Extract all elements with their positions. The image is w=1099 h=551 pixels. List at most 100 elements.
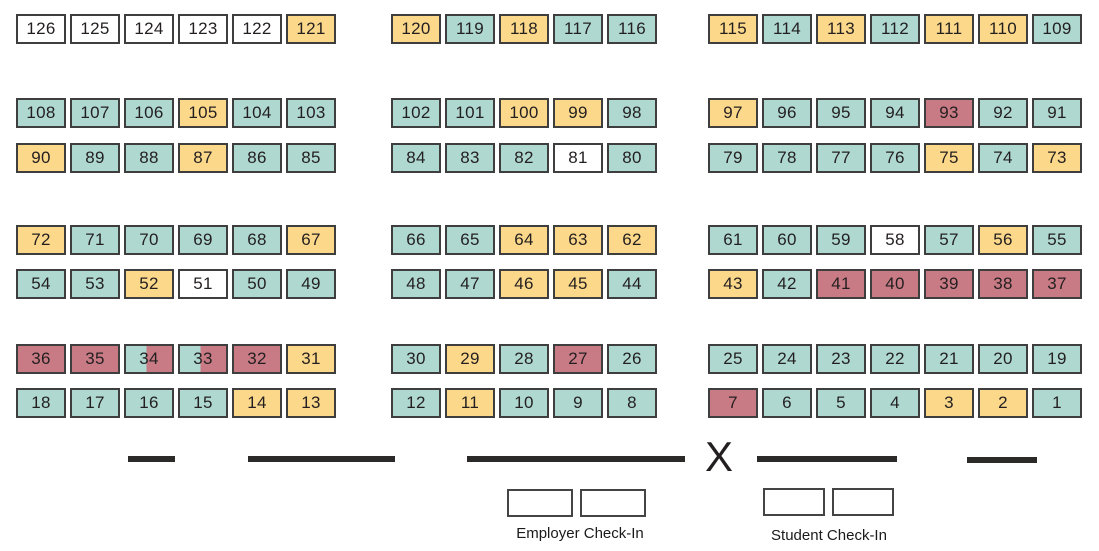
seat-125[interactable]: 125: [70, 14, 120, 44]
seat-88[interactable]: 88: [124, 143, 174, 173]
seat-51[interactable]: 51: [178, 269, 228, 299]
seat-4[interactable]: 4: [870, 388, 920, 418]
seat-33[interactable]: 33: [178, 344, 228, 374]
seat-26[interactable]: 26: [607, 344, 657, 374]
seat-85[interactable]: 85: [286, 143, 336, 173]
seat-68[interactable]: 68: [232, 225, 282, 255]
seat-5[interactable]: 5: [816, 388, 866, 418]
seat-67[interactable]: 67: [286, 225, 336, 255]
seat-10[interactable]: 10: [499, 388, 549, 418]
seat-70[interactable]: 70: [124, 225, 174, 255]
seat-37[interactable]: 37: [1032, 269, 1082, 299]
seat-56[interactable]: 56: [978, 225, 1028, 255]
seat-9[interactable]: 9: [553, 388, 603, 418]
seat-123[interactable]: 123: [178, 14, 228, 44]
seat-62[interactable]: 62: [607, 225, 657, 255]
seat-69[interactable]: 69: [178, 225, 228, 255]
seat-118[interactable]: 118: [499, 14, 549, 44]
seat-72[interactable]: 72: [16, 225, 66, 255]
seat-46[interactable]: 46: [499, 269, 549, 299]
seat-93[interactable]: 93: [924, 98, 974, 128]
seat-108[interactable]: 108: [16, 98, 66, 128]
seat-82[interactable]: 82: [499, 143, 549, 173]
seat-77[interactable]: 77: [816, 143, 866, 173]
seat-119[interactable]: 119: [445, 14, 495, 44]
seat-12[interactable]: 12: [391, 388, 441, 418]
seat-27[interactable]: 27: [553, 344, 603, 374]
seat-6[interactable]: 6: [762, 388, 812, 418]
seat-73[interactable]: 73: [1032, 143, 1082, 173]
seat-13[interactable]: 13: [286, 388, 336, 418]
seat-74[interactable]: 74: [978, 143, 1028, 173]
seat-99[interactable]: 99: [553, 98, 603, 128]
seat-112[interactable]: 112: [870, 14, 920, 44]
seat-124[interactable]: 124: [124, 14, 174, 44]
seat-86[interactable]: 86: [232, 143, 282, 173]
seat-79[interactable]: 79: [708, 143, 758, 173]
seat-66[interactable]: 66: [391, 225, 441, 255]
seat-75[interactable]: 75: [924, 143, 974, 173]
seat-101[interactable]: 101: [445, 98, 495, 128]
seat-53[interactable]: 53: [70, 269, 120, 299]
seat-106[interactable]: 106: [124, 98, 174, 128]
seat-76[interactable]: 76: [870, 143, 920, 173]
seat-18[interactable]: 18: [16, 388, 66, 418]
seat-39[interactable]: 39: [924, 269, 974, 299]
seat-8[interactable]: 8: [607, 388, 657, 418]
seat-45[interactable]: 45: [553, 269, 603, 299]
seat-2[interactable]: 2: [978, 388, 1028, 418]
seat-57[interactable]: 57: [924, 225, 974, 255]
seat-43[interactable]: 43: [708, 269, 758, 299]
seat-49[interactable]: 49: [286, 269, 336, 299]
seat-96[interactable]: 96: [762, 98, 812, 128]
seat-97[interactable]: 97: [708, 98, 758, 128]
seat-95[interactable]: 95: [816, 98, 866, 128]
seat-61[interactable]: 61: [708, 225, 758, 255]
seat-103[interactable]: 103: [286, 98, 336, 128]
seat-117[interactable]: 117: [553, 14, 603, 44]
seat-41[interactable]: 41: [816, 269, 866, 299]
seat-50[interactable]: 50: [232, 269, 282, 299]
seat-29[interactable]: 29: [445, 344, 495, 374]
seat-47[interactable]: 47: [445, 269, 495, 299]
seat-78[interactable]: 78: [762, 143, 812, 173]
seat-105[interactable]: 105: [178, 98, 228, 128]
seat-111[interactable]: 111: [924, 14, 974, 44]
seat-102[interactable]: 102: [391, 98, 441, 128]
seat-25[interactable]: 25: [708, 344, 758, 374]
seat-38[interactable]: 38: [978, 269, 1028, 299]
seat-42[interactable]: 42: [762, 269, 812, 299]
seat-71[interactable]: 71: [70, 225, 120, 255]
seat-104[interactable]: 104: [232, 98, 282, 128]
seat-98[interactable]: 98: [607, 98, 657, 128]
seat-3[interactable]: 3: [924, 388, 974, 418]
seat-16[interactable]: 16: [124, 388, 174, 418]
seat-120[interactable]: 120: [391, 14, 441, 44]
seat-114[interactable]: 114: [762, 14, 812, 44]
seat-90[interactable]: 90: [16, 143, 66, 173]
seat-87[interactable]: 87: [178, 143, 228, 173]
seat-17[interactable]: 17: [70, 388, 120, 418]
seat-52[interactable]: 52: [124, 269, 174, 299]
seat-58[interactable]: 58: [870, 225, 920, 255]
seat-23[interactable]: 23: [816, 344, 866, 374]
seat-7[interactable]: 7: [708, 388, 758, 418]
seat-113[interactable]: 113: [816, 14, 866, 44]
seat-48[interactable]: 48: [391, 269, 441, 299]
seat-40[interactable]: 40: [870, 269, 920, 299]
seat-36[interactable]: 36: [16, 344, 66, 374]
seat-28[interactable]: 28: [499, 344, 549, 374]
seat-22[interactable]: 22: [870, 344, 920, 374]
seat-89[interactable]: 89: [70, 143, 120, 173]
seat-122[interactable]: 122: [232, 14, 282, 44]
seat-1[interactable]: 1: [1032, 388, 1082, 418]
seat-31[interactable]: 31: [286, 344, 336, 374]
seat-21[interactable]: 21: [924, 344, 974, 374]
seat-59[interactable]: 59: [816, 225, 866, 255]
seat-64[interactable]: 64: [499, 225, 549, 255]
seat-109[interactable]: 109: [1032, 14, 1082, 44]
seat-63[interactable]: 63: [553, 225, 603, 255]
seat-94[interactable]: 94: [870, 98, 920, 128]
seat-83[interactable]: 83: [445, 143, 495, 173]
seat-44[interactable]: 44: [607, 269, 657, 299]
